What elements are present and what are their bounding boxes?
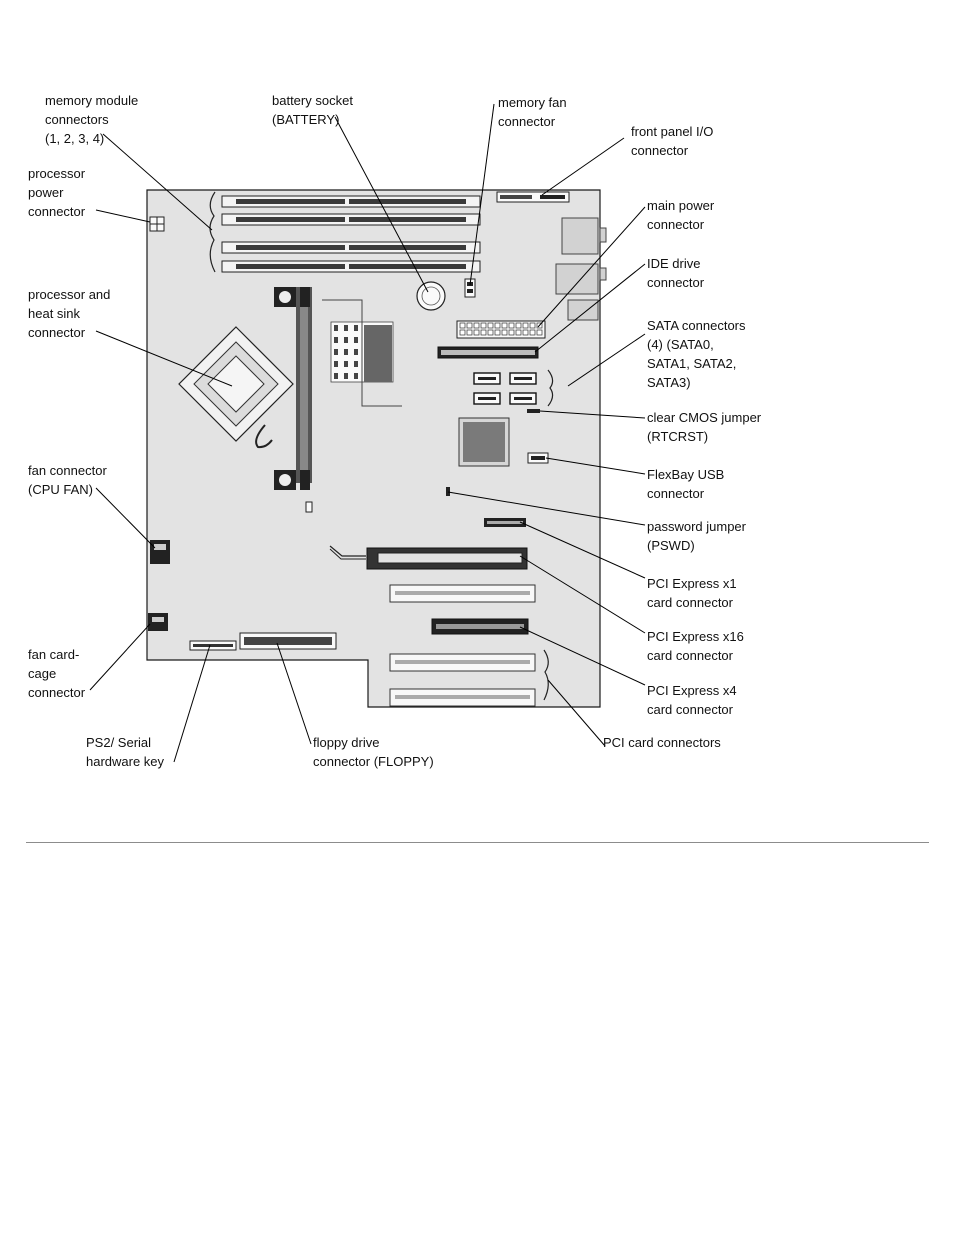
floppy-drive-connector xyxy=(239,632,337,650)
label-clear-cmos-jumper: clear CMOS jumper(RTCRST) xyxy=(647,410,762,444)
chipset xyxy=(458,417,510,467)
pci-brace xyxy=(543,649,549,701)
pci-express-x16-connector xyxy=(329,545,528,570)
horizontal-rule xyxy=(26,842,929,843)
ps2-serial-hardware-key xyxy=(189,640,237,651)
pci-express-x1-connector xyxy=(484,518,526,527)
pci-express-x4-connector xyxy=(431,618,529,635)
cpu-fan-connector xyxy=(150,540,170,564)
clear-cmos-jumper xyxy=(527,409,540,413)
label-cpu-fan-connector: fan connector(CPU FAN) xyxy=(28,463,107,497)
battery-socket xyxy=(416,281,446,311)
fan-card-cage-connector xyxy=(148,613,168,631)
front-panel-io-connector xyxy=(496,191,570,203)
label-pci-card-connectors: PCI card connectors xyxy=(603,735,721,750)
main-power-connector xyxy=(456,320,546,339)
leader-lines xyxy=(89,103,646,763)
heatsink-retention-rails xyxy=(274,287,312,490)
motherboard-diagram xyxy=(89,103,646,763)
label-sata-connectors: SATA connectors(4) (SATA0,SATA1, SATA2,S… xyxy=(647,318,746,390)
sata-brace xyxy=(547,369,554,407)
processor-socket xyxy=(178,326,294,449)
rear-io-ports xyxy=(555,217,607,321)
system-board xyxy=(146,189,601,708)
label-battery-socket: battery socket(BATTERY) xyxy=(272,93,353,127)
password-jumper xyxy=(446,487,450,496)
label-password-jumper: password jumper(PSWD) xyxy=(647,519,746,553)
flexbay-usb-connector xyxy=(527,452,549,464)
small-header xyxy=(305,501,313,513)
processor-power-connector xyxy=(149,216,165,232)
ide-drive-connector xyxy=(437,346,539,359)
